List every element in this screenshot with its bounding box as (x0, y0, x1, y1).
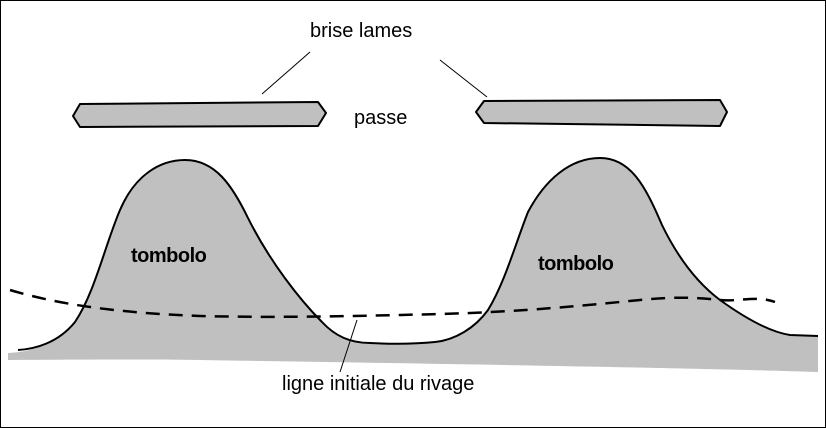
breakwater-leader-left (261, 51, 311, 95)
tombolo-right-label: tombolo (538, 253, 614, 275)
shoreline-outline (17, 156, 819, 351)
tombolo-left-label: tombolo (131, 245, 207, 267)
shore-landmass (8, 158, 818, 372)
breakwater-left (72, 101, 327, 128)
breakwater-right (475, 99, 728, 127)
shoreline-leader (339, 319, 358, 373)
breakwaters-label: brise lames (310, 20, 412, 42)
gap-label: passe (354, 107, 407, 129)
breakwater-leader-right (439, 59, 488, 98)
initial-shoreline-label: ligne initiale du rivage (282, 373, 474, 395)
initial-shoreline-dashed (9, 288, 776, 319)
